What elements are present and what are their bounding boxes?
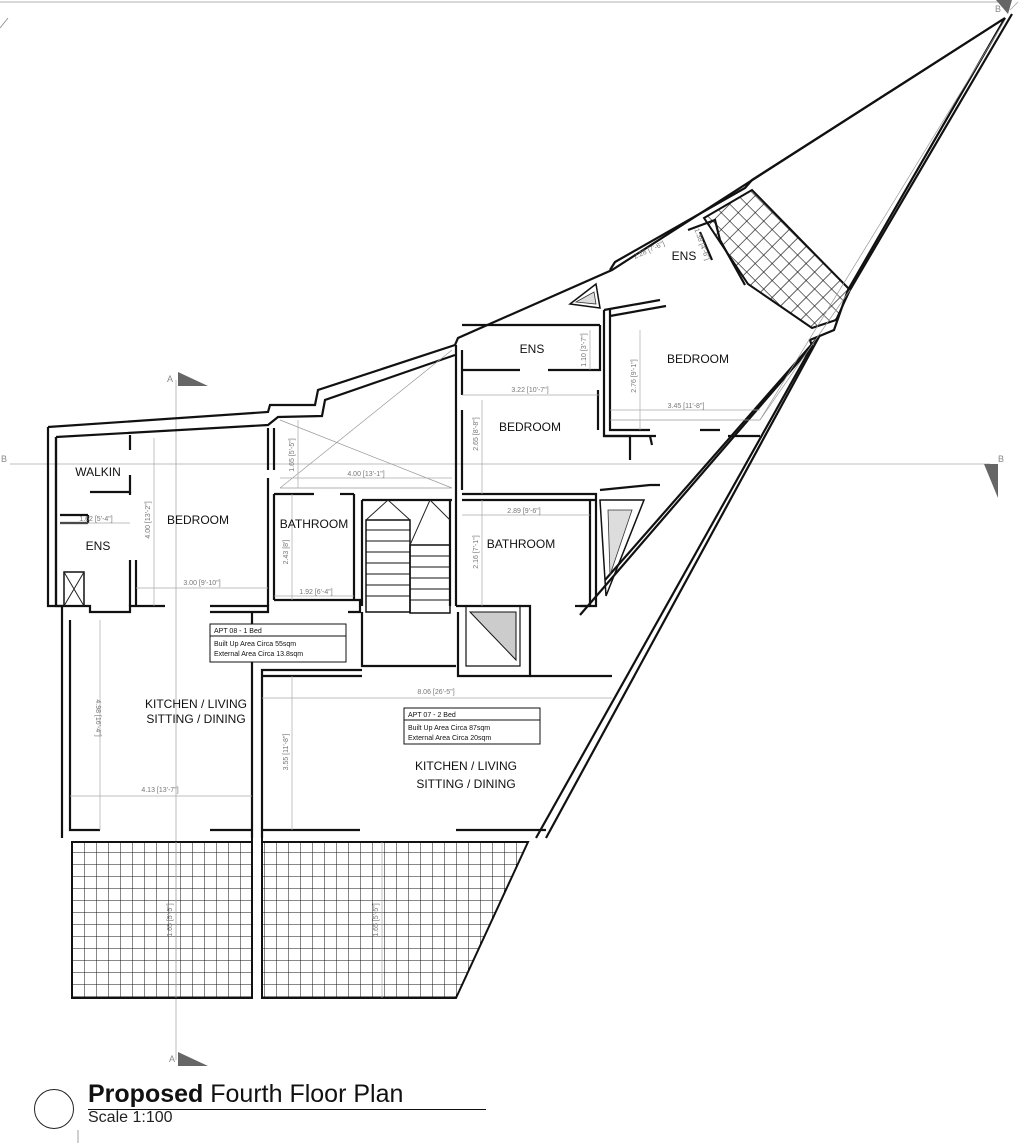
apt07-built: Built Up Area Circa 87sqm <box>408 725 490 732</box>
apt07-info-box: APT 07 - 2 Bed Built Up Area Circa 87sqm… <box>403 707 541 745</box>
dim-label: 1.92 [6'-4"] <box>299 589 332 596</box>
room-label-ens-top: ENS <box>672 249 697 263</box>
drawing-title-bold: Proposed <box>88 1080 204 1108</box>
room-label-bedroom-top: BEDROOM <box>667 352 729 366</box>
room-label-ens-left: ENS <box>86 539 111 553</box>
title-underline <box>88 1109 486 1110</box>
apt08-name: APT 08 - 1 Bed <box>214 628 262 635</box>
drawing-title: Proposed Fourth Floor Plan <box>88 1080 403 1109</box>
balcony-top <box>702 188 852 330</box>
drawing-title-rest: Fourth Floor Plan <box>210 1080 404 1108</box>
drawing-reference-circle <box>34 1089 74 1129</box>
dim-label: 3.00 [9'-10"] <box>183 580 220 587</box>
room-label-bedroom-left: BEDROOM <box>167 513 229 527</box>
section-a-arrow-bottom <box>178 1052 208 1066</box>
drawing-title-block: Proposed Fourth Floor Plan Scale 1:100 <box>88 1080 403 1127</box>
apt08-info-box: APT 08 - 1 Bed Built Up Area Circa 55sqm… <box>209 623 347 663</box>
staircase <box>365 499 521 667</box>
dim-label: 2.43 [8'] <box>283 540 290 565</box>
dim-label: 4.98 [16'-4"] <box>94 699 101 736</box>
dim-label: 4.13 [13'-7"] <box>141 787 178 794</box>
dim-label: 3.45 [11'-8"] <box>668 403 705 410</box>
section-b-arrow-top <box>996 0 1012 14</box>
dim-label: 1.65 [5'-5"] <box>167 903 174 936</box>
dim-label: 1.65 [5'-5"] <box>373 903 380 936</box>
apt07-external: External Area Circa 20sqm <box>408 735 491 742</box>
room-label-kitchen-right: KITCHEN / LIVING <box>415 759 517 773</box>
drawing-scale: Scale 1:100 <box>88 1109 173 1126</box>
apt08-built: Built Up Area Circa 55sqm <box>214 641 296 648</box>
room-labels: WALKIN ENS BEDROOM BATHROOM BATHROOM ENS… <box>75 249 729 791</box>
section-b-label-top: B <box>995 4 1001 14</box>
dim-label: 4.00 [13'-1"] <box>347 471 384 478</box>
section-lines: A A B B B <box>1 0 1019 1066</box>
apt08-external: External Area Circa 13.8sqm <box>214 651 303 658</box>
void-area <box>279 19 1006 489</box>
apt07-name: APT 07 - 2 Bed <box>408 712 456 719</box>
room-label-bedroom-mid: BEDROOM <box>499 420 561 434</box>
dim-label: 2.65 [8'-8"] <box>473 417 480 450</box>
dim-label: 2.16 [7'-1"] <box>473 535 480 568</box>
room-label-sitting-right: SITTING / DINING <box>416 777 515 791</box>
dim-label: 1.10 [3'-7"] <box>581 333 588 366</box>
terraces <box>71 188 852 999</box>
dim-label: 8.06 [26'-5"] <box>417 689 454 696</box>
section-b-label-left: B <box>1 454 7 464</box>
dim-label: 3.55 [11'-8"] <box>283 734 290 771</box>
room-label-walkin: WALKIN <box>75 465 121 479</box>
room-label-ens-mid: ENS <box>520 342 545 356</box>
room-label-bathroom-1: BATHROOM <box>280 517 348 531</box>
light-wells <box>63 282 646 607</box>
room-label-kitchen-left: KITCHEN / LIVING <box>145 697 247 711</box>
dim-label: 1.62 [5'-4"] <box>79 516 112 523</box>
dim-label: 2.89 [9'-6"] <box>507 508 540 515</box>
section-a-arrow-top <box>178 372 208 386</box>
interior-walls <box>54 218 760 838</box>
dimension-lines <box>60 330 760 998</box>
dim-label: 2.76 [9'-1"] <box>631 359 638 392</box>
section-b-arrow-right <box>984 464 998 498</box>
room-label-bathroom-2: BATHROOM <box>487 537 555 551</box>
dim-label: 4.00 [13'-2"] <box>145 501 152 538</box>
room-label-sitting-left: SITTING / DINING <box>146 712 245 726</box>
section-a-label-bottom: A <box>169 1054 175 1064</box>
section-a-label-top: A <box>167 374 173 384</box>
dim-label: 1.65 [5'-5"] <box>289 438 296 471</box>
dim-label: 3.22 [10'-7"] <box>511 387 548 394</box>
dimension-labels: 1.62 [5'-4"] 4.00 [13'-2"] 3.00 [9'-10"]… <box>79 228 710 937</box>
section-b-label-right: B <box>998 454 1004 464</box>
